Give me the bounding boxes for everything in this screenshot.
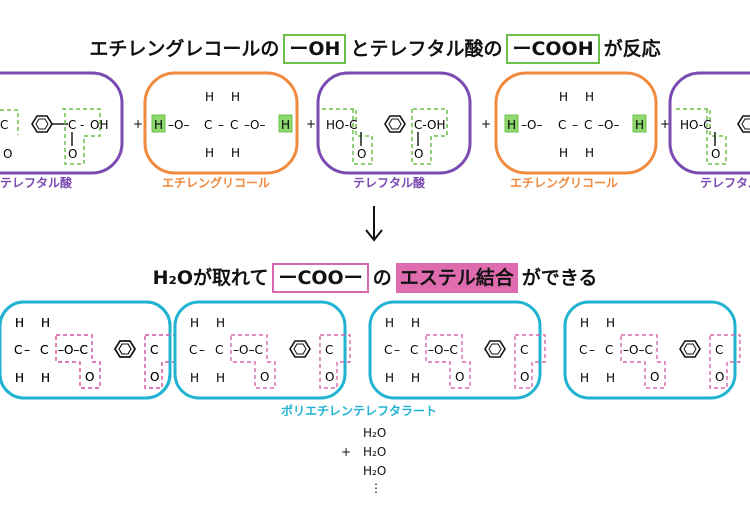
svg-text:+: + <box>306 117 316 131</box>
oh-highlight: ーOH <box>283 34 347 64</box>
ester-highlight: エステル結合 <box>395 263 518 293</box>
bottom-title-part3: ができる <box>521 267 598 289</box>
svg-text:O: O <box>414 147 423 161</box>
svg-text:H: H <box>635 118 644 132</box>
top-title-part2: とテレフタル酸の <box>350 38 503 60</box>
svg-text:–O–: –O– <box>168 118 189 132</box>
pet-unit-1 <box>0 302 175 398</box>
svg-text:HO-C: HO-C <box>326 118 358 132</box>
label-terephthalic-1: テレフタル酸 <box>0 176 73 190</box>
top-title-part3: が反応 <box>603 38 661 60</box>
label-terephthalic-3: テレフタル酸 <box>700 176 750 190</box>
svg-text:H: H <box>205 146 214 160</box>
svg-text:–O–: –O– <box>521 118 542 132</box>
top-title-part1: エチレングレコールの <box>89 38 280 60</box>
terephthalic-molecule-2: HO-C O C-OH O <box>316 71 472 175</box>
svg-text:H: H <box>205 90 214 104</box>
carbon-label: C <box>0 118 8 132</box>
svg-text:–: – <box>218 118 224 132</box>
water-line-2: H₂O <box>363 445 387 459</box>
svg-text:-: - <box>80 118 84 132</box>
terephthalic-molecule-1: C O C-OH O <box>0 71 124 175</box>
svg-text:+: + <box>660 117 670 131</box>
svg-text:C-OH: C-OH <box>414 118 446 132</box>
svg-text:–O–: –O– <box>598 118 619 132</box>
svg-text:+: + <box>481 117 491 131</box>
svg-text:H: H <box>585 90 594 104</box>
ethylene-glycol-molecule-2: H –O– C–C H H H H –O– H <box>494 71 658 175</box>
svg-text:O: O <box>68 147 77 161</box>
bottom-title-part1: H₂Oが取れて <box>152 267 269 289</box>
water-line-1: H₂O <box>363 426 387 440</box>
water-ellipsis: ⋮ <box>370 481 382 495</box>
svg-text:O: O <box>711 147 720 161</box>
svg-text:C: C <box>204 118 212 132</box>
label-terephthalic-2: テレフタル酸 <box>353 176 426 190</box>
plus-sign: + <box>133 117 143 131</box>
ethylene-glycol-molecule-1: H –O– C–C H H H H –O– H <box>143 71 299 175</box>
pet-unit-2 <box>175 302 350 398</box>
svg-text:C: C <box>584 118 592 132</box>
water-line-3: H₂O <box>363 464 387 478</box>
svg-text:H: H <box>231 90 240 104</box>
svg-text:–: – <box>572 118 578 132</box>
label-pet: ポリエチレンテレフタラート <box>281 404 438 418</box>
water-plus: + <box>341 445 352 459</box>
cooh-highlight: ーCOOH <box>506 34 600 64</box>
svg-text:H: H <box>585 146 594 160</box>
label-ethylene-glycol-1: エチレングリコール <box>162 176 271 190</box>
svg-text:OH: OH <box>90 118 108 132</box>
terephthalic-molecule-3: HO-C O <box>668 71 750 175</box>
bottom-title: H₂Oが取れてーCOOーのエステル結合ができる <box>0 263 750 293</box>
svg-text:C: C <box>230 118 238 132</box>
coo-highlight: ーCOOー <box>272 263 369 293</box>
svg-text:HO-C: HO-C <box>680 118 712 132</box>
svg-text:H: H <box>507 118 516 132</box>
svg-text:H: H <box>281 118 290 132</box>
oxygen-label: O <box>3 147 12 161</box>
svg-text:H: H <box>231 146 240 160</box>
svg-text:H: H <box>559 90 568 104</box>
label-ethylene-glycol-2: エチレングリコール <box>510 176 619 190</box>
svg-text:H: H <box>559 146 568 160</box>
reaction-arrow <box>365 206 383 242</box>
svg-text:O: O <box>357 147 366 161</box>
svg-text:H: H <box>154 118 163 132</box>
svg-text:C: C <box>68 118 76 132</box>
pet-unit-3 <box>370 302 545 398</box>
bottom-title-part2: の <box>372 267 392 289</box>
pet-unit-4 <box>565 302 740 398</box>
svg-text:C: C <box>558 118 566 132</box>
svg-text:–O–: –O– <box>244 118 265 132</box>
